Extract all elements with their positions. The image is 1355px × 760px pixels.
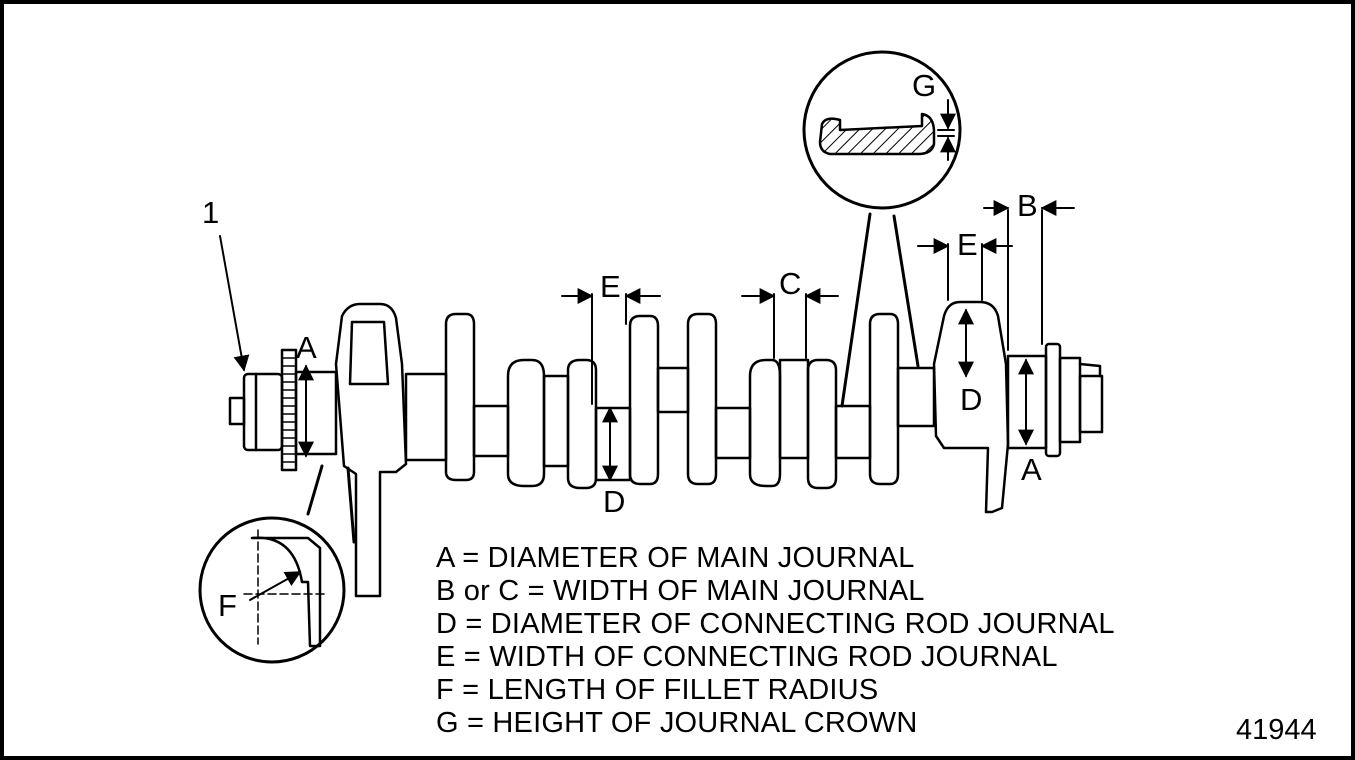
detail-f-magnifier (198, 464, 356, 664)
callout-f: F (218, 588, 237, 623)
legend-item-a: A = DIAMETER OF MAIN JOURNAL (436, 542, 915, 574)
legend: A = DIAMETER OF MAIN JOURNAL B or C = WI… (436, 542, 1115, 740)
crankshaft-body (228, 300, 1104, 598)
legend-item-d: D = DIAMETER OF CONNECTING ROD JOURNAL (436, 608, 1115, 640)
figure-number: 41944 (1236, 714, 1317, 746)
callout-e-right: E (957, 227, 978, 262)
callout-a-right: A (1021, 452, 1042, 487)
legend-item-g: G = HEIGHT OF JOURNAL CROWN (436, 707, 918, 739)
callout-d-center: D (603, 484, 626, 519)
legend-item-e: E = WIDTH OF CONNECTING ROD JOURNAL (436, 641, 1058, 673)
callout-c: C (779, 266, 802, 301)
crankshaft-drawing (198, 50, 1104, 664)
dimension-lines (219, 200, 1075, 482)
callout-b: B (1017, 188, 1038, 223)
callout-d-right: D (960, 382, 983, 417)
legend-item-b-c: B or C = WIDTH OF MAIN JOURNAL (436, 575, 925, 607)
detail-g-magnifier (802, 50, 962, 408)
callout-a-left: A (296, 330, 317, 365)
legend-item-f: F = LENGTH OF FILLET RADIUS (436, 674, 879, 706)
callout-item-1: 1 (202, 195, 220, 230)
callout-g: G (912, 68, 937, 103)
callout-e-center: E (600, 269, 621, 304)
